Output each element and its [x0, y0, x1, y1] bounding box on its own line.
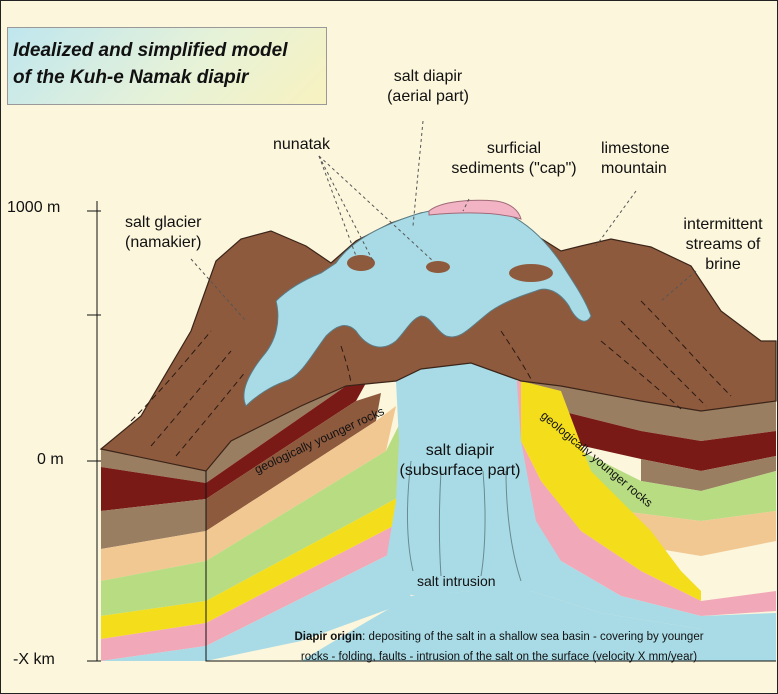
label-glacier-line-2: (namakier) — [125, 234, 202, 251]
cap-sediments — [428, 199, 522, 220]
label-surficial-line-2: sediments ("cap") — [451, 160, 577, 177]
nunatak-islands — [347, 255, 553, 282]
label-streams-line-2: streams of — [685, 236, 761, 253]
label-subsurface-line-2: (subsurface part) — [399, 462, 521, 479]
left-side-bands — [206, 383, 411, 661]
label-salt-intrusion: salt intrusion — [417, 573, 496, 589]
right-side-bands — [511, 381, 776, 616]
label-subsurface-line-1: salt diapir — [425, 442, 495, 459]
label-salt-glacier: salt glacier (namakier) — [125, 213, 201, 253]
title-box — [7, 27, 327, 105]
caption-heading: Diapir origin — [294, 631, 363, 643]
diagram-caption: Diapir origin: depositing of the salt in… — [219, 627, 777, 667]
fault-lines — [130, 300, 732, 457]
label-aerial-part: salt diapir (aerial part) — [373, 67, 483, 107]
label-surficial-sediments: surficial sediments ("cap") — [439, 139, 589, 179]
label-streams-line-1: intermittent — [683, 216, 763, 233]
label-surficial-line-1: surficial — [486, 140, 542, 157]
elevation-axis — [87, 201, 101, 662]
axis-label-top: 1000 m — [7, 199, 61, 216]
diagram-title: Idealized and simplified model of the Ku… — [13, 37, 323, 91]
title-line-1: Idealized and simplified model — [13, 40, 288, 61]
limestone-mountain — [99, 208, 777, 472]
axis-label-bottom: -X km — [13, 651, 55, 668]
caption-line-2: rocks - folding, faults - intrusion of t… — [300, 651, 698, 663]
title-line-2: of the Kuh-e Namak diapir — [13, 67, 249, 88]
label-streams-line-3: brine — [705, 256, 741, 273]
salt-subsurface-body — [386, 363, 776, 629]
salt-glacier — [243, 207, 592, 407]
label-limestone-mountain: limestone mountain — [601, 139, 669, 179]
caption-line-1: : depositing of the salt in a shallow se… — [362, 631, 704, 643]
label-aerial-line-2: (aerial part) — [387, 88, 469, 105]
label-nunatak: nunatak — [273, 136, 330, 153]
label-aerial-line-1: salt diapir — [393, 68, 463, 85]
label-subsurface-part: salt diapir (subsurface part) — [385, 441, 535, 481]
label-brine-streams: intermittent streams of brine — [673, 215, 773, 275]
label-limestone-line-2: mountain — [601, 160, 667, 177]
label-glacier-line-1: salt glacier — [125, 214, 202, 231]
label-limestone-line-1: limestone — [601, 140, 670, 157]
label-leaders — [190, 120, 697, 322]
axis-label-zero: 0 m — [37, 451, 64, 468]
intrusion-arrows — [406, 460, 522, 582]
left-front-layers — [101, 449, 206, 661]
